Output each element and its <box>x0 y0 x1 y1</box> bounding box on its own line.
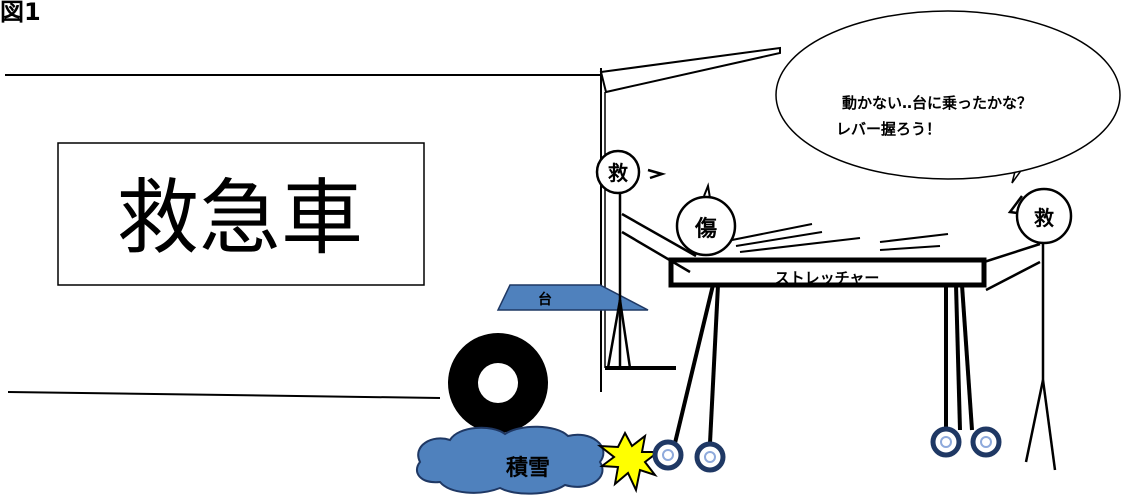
speech-line-1: 動かない‥台に乗ったかな？ <box>842 94 1032 112</box>
platform-label: 台 <box>538 291 552 308</box>
wheel-rear-left <box>930 426 962 458</box>
snow-label: 積雪 <box>506 456 550 481</box>
ambulance-rear-door <box>599 46 781 94</box>
impact-burst <box>596 430 661 494</box>
stretcher-wheels <box>652 426 1002 473</box>
stretcher-frame <box>668 257 987 288</box>
ambulance-sign-text: 救急車 <box>117 171 363 266</box>
ambulance-bottom-line <box>7 391 441 399</box>
rescuer-left-label: 救 <box>608 161 628 185</box>
wheel-rear-right <box>970 426 1002 458</box>
ambulance-sign-box <box>57 142 425 286</box>
rescuer-right-label: 救 <box>1034 206 1054 230</box>
rescuer-left-figure <box>606 168 697 369</box>
stretcher-legs <box>673 284 974 444</box>
wheel-front-right <box>694 441 726 473</box>
snow-pile-shape <box>415 425 605 495</box>
figure-label: 図1 <box>0 0 41 26</box>
stretcher-label: ストレッチャー <box>775 269 880 287</box>
patient-label: 傷 <box>694 216 717 242</box>
patient-body <box>703 182 949 253</box>
speech-line-2: レバー握ろう！ <box>836 120 941 138</box>
platform-shape <box>496 284 649 311</box>
wheel-front-left <box>652 439 684 471</box>
speech-bubble: 動かない‥台に乗ったかな？ レバー握ろう！ <box>775 10 1121 184</box>
patient-head <box>675 195 737 257</box>
tire-hub <box>478 363 518 403</box>
rescuer-left-head <box>595 149 641 195</box>
rescuer-right-head <box>1015 187 1073 245</box>
